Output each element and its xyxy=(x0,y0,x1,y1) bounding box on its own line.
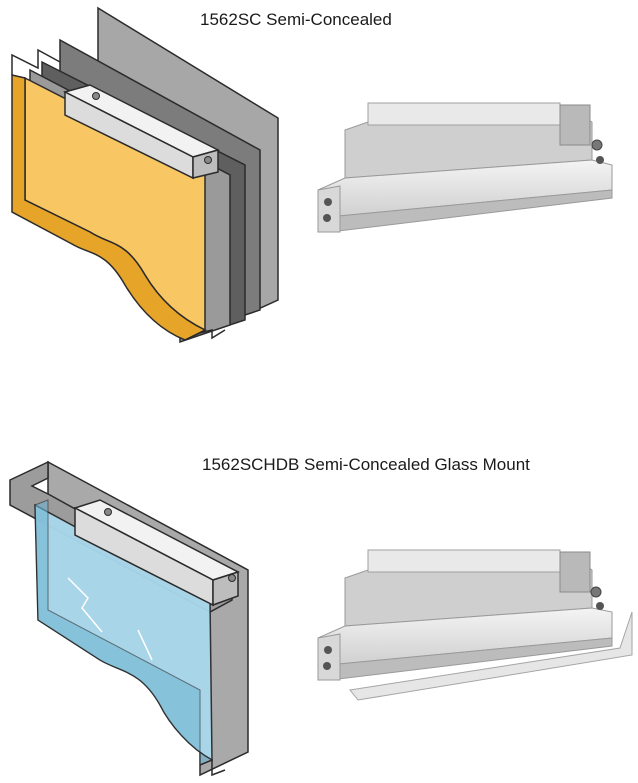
frame-flange-left xyxy=(11,48,61,75)
frame-flange-bottom xyxy=(199,758,226,777)
screw-icon xyxy=(228,574,236,582)
magnet-product-photo-sc xyxy=(316,102,613,233)
door-edge xyxy=(11,74,207,341)
magnet-product-photo-schdb xyxy=(316,549,633,701)
screw-icon xyxy=(596,602,604,610)
screw-icon xyxy=(323,214,331,222)
screw-icon xyxy=(590,586,602,598)
screw-icon xyxy=(591,139,603,151)
screw-icon xyxy=(323,662,331,670)
product-caption-schdb: 1562SCHDB Semi-Concealed Glass Mount xyxy=(202,455,530,474)
screw-icon xyxy=(324,198,332,206)
glass-frame-illustration-schdb xyxy=(9,460,249,777)
screw-icon xyxy=(92,92,100,100)
product-caption-sc: 1562SC Semi-Concealed xyxy=(200,10,392,29)
screw-icon xyxy=(596,156,604,164)
glass-reflection xyxy=(67,577,103,633)
frame-flange-bottom xyxy=(184,329,226,341)
magnet-bar-end xyxy=(192,149,219,179)
screw-icon xyxy=(324,646,332,654)
glass-reflection xyxy=(137,629,153,661)
door-frame-illustration-sc xyxy=(11,6,279,344)
screw-icon xyxy=(104,508,112,516)
screw-icon xyxy=(204,156,212,164)
